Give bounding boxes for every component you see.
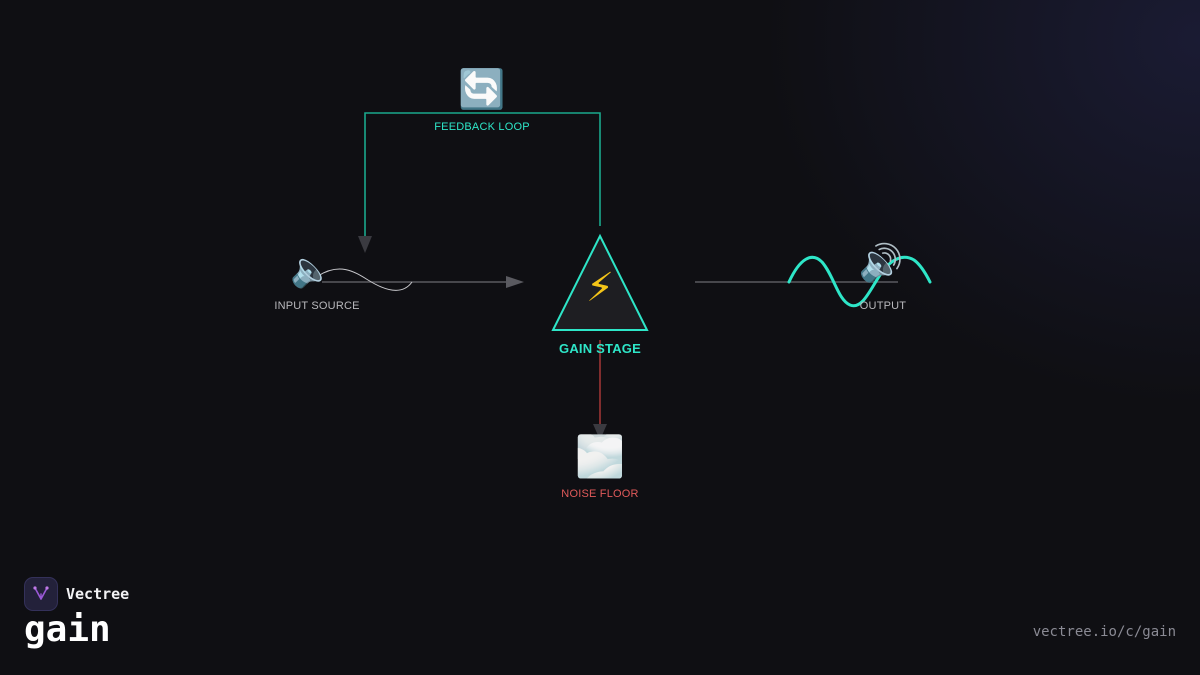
- page-url[interactable]: vectree.io/c/gain: [1032, 624, 1176, 640]
- lightning-icon: ⚡: [585, 265, 615, 311]
- speaker-low-icon: 🔈: [290, 250, 333, 290]
- gain-stage-label: GAIN STAGE: [559, 341, 641, 356]
- input-waveform: [317, 268, 413, 291]
- feedback-arrowhead: [358, 236, 372, 253]
- noise-floor-label: NOISE FLOOR: [561, 488, 639, 500]
- feedback-loop-connector: [364, 112, 601, 240]
- feedback-loop-label: FEEDBACK LOOP: [434, 121, 530, 133]
- input-to-gain-arrowhead: [506, 276, 524, 288]
- fog-icon: 🌫️: [575, 434, 625, 480]
- gain-stage-triangle: [551, 233, 649, 331]
- output-waveform: [787, 255, 932, 308]
- brand-name: Vectree: [66, 585, 130, 603]
- input-source-label: INPUT SOURCE: [274, 300, 360, 312]
- cycle-arrows-icon: 🔄: [458, 67, 506, 111]
- brand: Vectree: [24, 577, 129, 611]
- noise-arrowhead: [593, 424, 607, 440]
- vectree-logo-icon: [24, 577, 58, 611]
- speaker-loud-icon: 🔊: [858, 243, 904, 284]
- output-label: OUTPUT: [859, 300, 907, 312]
- page-title: gain: [24, 609, 111, 650]
